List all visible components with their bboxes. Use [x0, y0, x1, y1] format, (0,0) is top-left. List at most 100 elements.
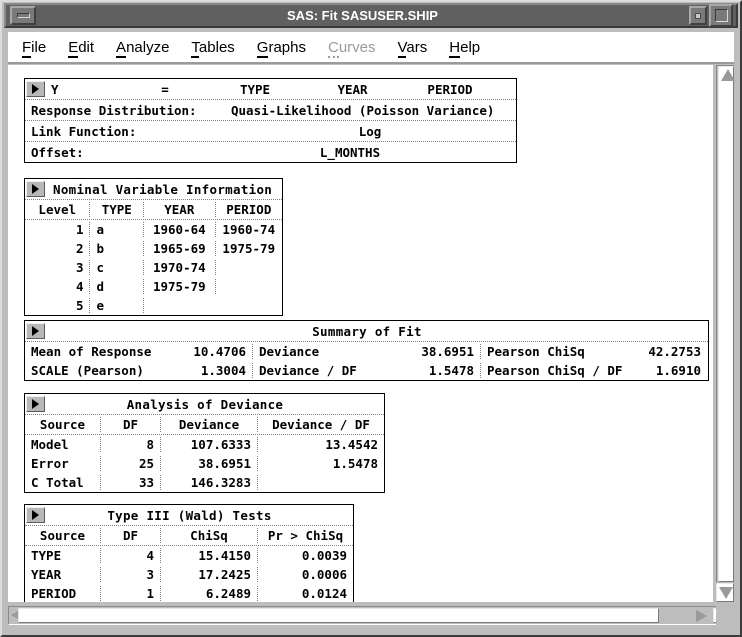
- effect-year: YEAR: [337, 81, 368, 97]
- arrow-down-icon[interactable]: [719, 587, 733, 599]
- pearson-chisq-label: Pearson ChiSq: [487, 344, 585, 359]
- deviance-header-row: Source DF Deviance Deviance / DF: [25, 415, 384, 435]
- cell-pr-chisq: 0.0124: [301, 586, 347, 601]
- cell-level: 5: [25, 298, 91, 313]
- effect-period: PERIOD: [427, 81, 473, 97]
- menu-item-vars[interactable]: Vars: [397, 38, 428, 58]
- nominal-header-row: Level TYPE YEAR PERIOD: [25, 200, 282, 220]
- menu-mnemonic: H: [449, 38, 461, 58]
- analysis-content-pane: Y = TYPE YEAR PERIOD Response Distributi…: [8, 65, 713, 602]
- menu-mnemonic: T: [191, 38, 199, 58]
- horizontal-scrollbar[interactable]: [8, 606, 734, 625]
- menu-rest: raphs: [268, 38, 306, 56]
- model-effects-row: Y = TYPE YEAR PERIOD: [25, 79, 516, 100]
- arrow-left-icon[interactable]: [11, 609, 22, 621]
- cell-df: 3: [101, 567, 161, 582]
- horizontal-scrollbar-thumb[interactable]: [18, 608, 659, 623]
- col-deviance: Deviance: [161, 417, 258, 432]
- cell-df: 25: [101, 456, 161, 471]
- triangle-right-icon[interactable]: [26, 396, 45, 412]
- triangle-right-icon[interactable]: [26, 181, 45, 197]
- menu-item-curves: Curves: [327, 38, 376, 58]
- cell-level: 4: [25, 279, 91, 294]
- cell-deviance: 146.3283: [161, 475, 258, 490]
- menu-mnemonic: E: [68, 38, 79, 58]
- cell-period: 1975-79: [222, 241, 276, 256]
- vertical-scrollbar-thumb[interactable]: [718, 66, 735, 582]
- cell-df: 33: [101, 475, 161, 490]
- type3-wald-tests-table: Type III (Wald) Tests Source DF ChiSq Pr…: [24, 504, 354, 602]
- cell-chisq: 17.2425: [161, 567, 258, 582]
- link-function-row: Link Function: Log: [25, 121, 516, 142]
- cell-level: 1: [25, 222, 91, 237]
- col-df: DF: [101, 417, 161, 432]
- menu-mnemonic: G: [256, 38, 269, 58]
- summary-of-fit-table: Summary of Fit Mean of Response 10.4706 …: [24, 320, 709, 381]
- response-distribution-row: Response Distribution: Quasi-Likelihood …: [25, 100, 516, 121]
- col-pr-chisq: Pr > ChiSq: [267, 528, 344, 543]
- scrollbar-corner: [716, 606, 734, 625]
- cell-type: d: [90, 279, 145, 294]
- menu-mnemonic: C: [327, 38, 339, 58]
- menu-item-edit[interactable]: Edit: [68, 38, 94, 58]
- cell-chisq: 6.2489: [161, 586, 258, 601]
- menu-item-graphs[interactable]: Graphs: [256, 38, 306, 58]
- menu-separator: [8, 62, 734, 64]
- cell-source: YEAR: [25, 567, 101, 582]
- cell-period: 1960-74: [222, 222, 276, 237]
- offset-value: L_MONTHS: [319, 144, 381, 160]
- table-row: 4 d 1975-79: [25, 277, 282, 296]
- restore-button[interactable]: [689, 6, 707, 25]
- menu-item-tables[interactable]: Tables: [191, 38, 235, 58]
- menu-item-analyze[interactable]: Analyze: [116, 38, 170, 58]
- menu-rest: ile: [31, 38, 47, 56]
- cell-level: 2: [25, 241, 91, 256]
- pearson-chisq-df-value: 1.6910: [655, 363, 701, 378]
- nominal-title-row: Nominal Variable Information: [25, 179, 282, 200]
- type3-header-row: Source DF ChiSq Pr > ChiSq: [25, 526, 353, 546]
- summary-title: Summary of Fit: [312, 323, 422, 339]
- offset-label: Offset:: [31, 144, 84, 160]
- minimize-button[interactable]: [10, 6, 36, 25]
- cell-source: Error: [25, 456, 101, 471]
- menu-rest: ars: [406, 38, 428, 56]
- response-variable: Y: [51, 81, 59, 97]
- cell-pr-chisq: 0.0006: [301, 567, 347, 582]
- triangle-right-icon[interactable]: [26, 323, 45, 339]
- restore-icon: [695, 12, 701, 19]
- type3-title: Type III (Wald) Tests: [107, 507, 272, 523]
- pearson-chisq-df-label: Pearson ChiSq / DF: [487, 363, 623, 378]
- table-row: C Total 33 146.3283: [25, 473, 384, 492]
- vertical-scrollbar[interactable]: [716, 65, 735, 602]
- vertical-scroll-down-button[interactable]: [716, 583, 734, 602]
- menu-rest: nalyze: [126, 38, 170, 56]
- cell-deviance-df: 1.5478: [332, 456, 378, 471]
- menu-item-file[interactable]: File: [22, 38, 47, 58]
- arrow-up-icon[interactable]: [721, 69, 735, 81]
- col-source: Source: [25, 417, 101, 432]
- cell-df: 1: [101, 586, 161, 601]
- triangle-right-icon[interactable]: [26, 81, 45, 97]
- cell-df: 8: [101, 437, 161, 452]
- cell-type: e: [90, 298, 145, 313]
- triangle-right-icon[interactable]: [26, 507, 45, 523]
- link-function-label: Link Function:: [31, 123, 137, 139]
- analysis-of-deviance-table: Analysis of Deviance Source DF Deviance …: [24, 393, 385, 493]
- maximize-button[interactable]: [709, 4, 733, 27]
- cell-source: PERIOD: [25, 586, 101, 601]
- table-row: Error 25 38.6951 1.5478: [25, 454, 384, 473]
- deviance-df-value: 1.5478: [403, 363, 481, 378]
- menu-bar: File Edit Analyze Tables Graphs Curves V…: [8, 32, 734, 62]
- cell-deviance: 107.6333: [161, 437, 258, 452]
- maximize-icon: [714, 9, 728, 22]
- deviance-df-label: Deviance / DF: [259, 363, 357, 378]
- col-level: Level: [25, 202, 91, 217]
- table-row: YEAR 3 17.2425 0.0006: [25, 565, 353, 584]
- menu-item-help[interactable]: Help: [449, 38, 481, 58]
- deviance-value: 38.6951: [403, 344, 481, 359]
- arrow-right-icon[interactable]: [696, 610, 707, 622]
- scale-pearson-value: 1.3004: [185, 363, 253, 378]
- menu-rest: elp: [460, 38, 481, 56]
- window-title: SAS: Fit SASUSER.SHIP: [287, 8, 438, 23]
